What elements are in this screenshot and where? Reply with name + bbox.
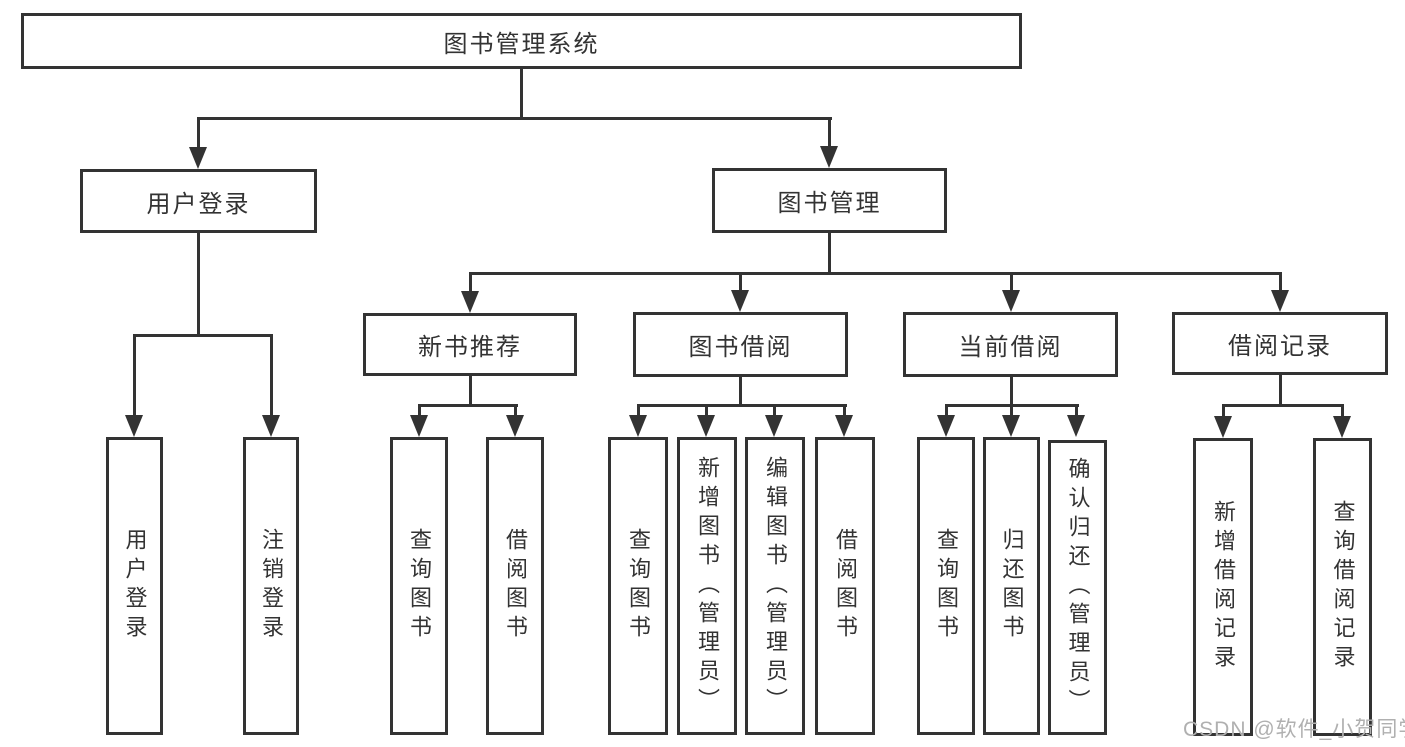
leaf-borrow-books: 借阅图书: [815, 437, 875, 735]
leaf-query-books-current: 查询图书: [917, 437, 975, 735]
arrow-down-icon: [125, 415, 143, 437]
node-label: 借阅图书: [503, 528, 528, 644]
connector-line: [418, 404, 518, 407]
node-label: 查询图书: [407, 528, 432, 644]
connector-line: [514, 404, 517, 417]
node-book-management-branch: 图书管理: [712, 168, 947, 233]
node-label: 图书管理: [777, 190, 882, 217]
arrow-down-icon: [820, 146, 838, 168]
connector-line: [133, 334, 273, 337]
node-label: 图书借阅: [688, 334, 793, 361]
arrow-down-icon: [835, 415, 853, 437]
arrow-down-icon: [506, 415, 524, 437]
connector-line: [197, 117, 200, 149]
arrow-down-icon: [461, 291, 479, 313]
connector-line: [705, 404, 708, 417]
connector-line: [1010, 404, 1013, 417]
connector-line: [469, 375, 472, 406]
connector-line: [1010, 272, 1013, 293]
connector-line: [469, 272, 1282, 275]
node-label: 注销登录: [259, 528, 284, 644]
arrow-down-icon: [937, 415, 955, 437]
node-label: 编辑图书（管理员）: [763, 455, 788, 717]
arrow-down-icon: [1002, 290, 1020, 312]
arrow-down-icon: [189, 147, 207, 169]
node-label: 新增借阅记录: [1211, 500, 1236, 674]
node-book-borrow: 图书借阅: [633, 312, 848, 377]
connector-line: [1279, 374, 1282, 406]
arrow-down-icon: [1333, 416, 1351, 438]
connector-line: [1279, 272, 1282, 293]
node-root-library-system: 图书管理系统: [21, 13, 1022, 69]
arrow-down-icon: [1067, 415, 1085, 437]
connector-line: [739, 376, 742, 406]
arrow-down-icon: [765, 415, 783, 437]
node-new-book-recommend: 新书推荐: [363, 313, 577, 376]
arrow-down-icon: [410, 415, 428, 437]
node-label: 图书管理系统: [443, 30, 600, 58]
connector-line: [270, 334, 273, 417]
node-label: 用户登录: [122, 528, 148, 644]
arrow-down-icon: [697, 415, 715, 437]
connector-line: [520, 67, 523, 119]
leaf-query-books-recommend: 查询图书: [390, 437, 448, 735]
node-label: 新增图书（管理员）: [695, 455, 720, 717]
connector-line: [1222, 404, 1344, 407]
leaf-logout: 注销登录: [243, 437, 299, 735]
connector-line: [843, 404, 846, 417]
arrow-down-icon: [731, 290, 749, 312]
leaf-query-borrow-record: 查询借阅记录: [1313, 438, 1372, 736]
arrow-down-icon: [262, 415, 280, 437]
connector-line: [469, 272, 472, 293]
connector-line: [197, 232, 200, 336]
node-label: 归还图书: [999, 528, 1025, 644]
leaf-user-login: 用户登录: [106, 437, 163, 735]
connector-line: [1075, 404, 1078, 417]
arrow-down-icon: [629, 415, 647, 437]
connector-line: [828, 233, 831, 274]
arrow-down-icon: [1271, 290, 1289, 312]
node-user-login-branch: 用户登录: [80, 169, 317, 233]
connector-line: [418, 404, 421, 417]
leaf-return-books: 归还图书: [983, 437, 1040, 735]
connector-line: [197, 117, 832, 120]
connector-line: [133, 334, 136, 417]
connector-line: [945, 404, 948, 417]
node-label: 查询图书: [934, 528, 959, 644]
connector-line: [1010, 376, 1013, 406]
node-label: 当前借阅: [958, 334, 1063, 361]
leaf-confirm-return-admin: 确认归还（管理员）: [1048, 440, 1107, 735]
arrow-down-icon: [1002, 415, 1020, 437]
connector-line: [637, 404, 847, 407]
connector-line: [739, 272, 742, 293]
node-label: 借阅图书: [833, 528, 858, 644]
node-label: 借阅记录: [1228, 333, 1332, 360]
connector-line: [1222, 404, 1225, 417]
connector-line: [773, 404, 776, 417]
node-label: 查询图书: [626, 528, 651, 644]
node-label: 确认归还（管理员）: [1065, 457, 1091, 718]
node-borrow-records: 借阅记录: [1172, 312, 1388, 375]
node-label: 新书推荐: [418, 334, 522, 361]
leaf-borrow-books-recommend: 借阅图书: [486, 437, 544, 735]
connector-line: [1341, 404, 1344, 417]
leaf-query-books-borrow: 查询图书: [608, 437, 668, 735]
node-label: 用户登录: [146, 190, 251, 218]
connector-line: [828, 117, 831, 148]
leaf-add-books-admin: 新增图书（管理员）: [677, 437, 737, 735]
node-current-borrow: 当前借阅: [903, 312, 1118, 377]
csdn-watermark: CSDN @软件_小贺同学: [1183, 718, 1405, 741]
leaf-edit-books-admin: 编辑图书（管理员）: [745, 437, 805, 735]
arrow-down-icon: [1214, 416, 1232, 438]
leaf-add-borrow-record: 新增借阅记录: [1193, 438, 1253, 736]
node-label: 查询借阅记录: [1330, 500, 1356, 674]
connector-line: [637, 404, 640, 417]
